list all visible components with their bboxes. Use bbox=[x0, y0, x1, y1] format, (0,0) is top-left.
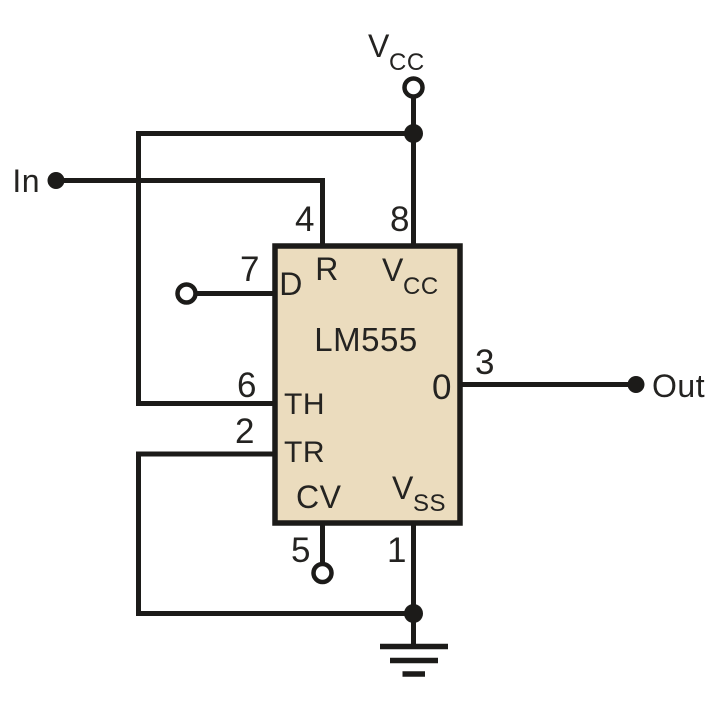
pin5-terminal-circle bbox=[311, 561, 334, 585]
open-terminals bbox=[175, 76, 425, 585]
pin-number-trigger: 2 bbox=[235, 412, 255, 451]
input-terminal-dot bbox=[47, 172, 65, 189]
pin7-terminal-circle bbox=[175, 282, 198, 305]
ic-pin-label-vss: V bbox=[392, 470, 414, 506]
pin-number-threshold: 6 bbox=[237, 366, 257, 405]
pin-number-ground: 1 bbox=[387, 531, 407, 570]
ic-body bbox=[272, 243, 463, 526]
ic-pin-label-tr: TR bbox=[284, 436, 325, 469]
ic-pin-label-vcc: V bbox=[382, 252, 404, 288]
ic-pin-label-vcc-sub: CC bbox=[403, 273, 439, 300]
wires bbox=[56, 96, 636, 646]
ic-pin-label-vss-sub: SS bbox=[413, 490, 446, 517]
vcc-junction-dot bbox=[404, 124, 423, 143]
ground-junction-dot bbox=[404, 604, 423, 623]
ic-title: LM555 bbox=[314, 321, 417, 358]
wire-trigger-to-ground-rail bbox=[136, 451, 416, 646]
junction-dots bbox=[47, 124, 645, 623]
vcc-terminal-label: V bbox=[368, 28, 390, 64]
pin-number-output: 3 bbox=[475, 343, 495, 382]
pin-number-control: 5 bbox=[291, 531, 311, 570]
pin-number-discharge: 7 bbox=[240, 250, 260, 289]
ic-pin-label-cv: CV bbox=[296, 479, 342, 515]
ground-symbol bbox=[380, 643, 448, 677]
vcc-terminal-label-sub: CC bbox=[389, 49, 425, 76]
output-terminal-dot bbox=[627, 376, 645, 393]
pin-number-vcc: 8 bbox=[390, 200, 410, 239]
wire-input-to-pin4 bbox=[56, 178, 325, 248]
ic-pin-label-d: D bbox=[279, 266, 303, 302]
ic-pin-label-r: R bbox=[315, 251, 339, 287]
ic-pin-label-th: TH bbox=[284, 388, 325, 421]
output-label: Out bbox=[652, 368, 705, 404]
ic-pin-label-output: 0 bbox=[432, 368, 452, 407]
labels: V CC In Out 4 8 7 6 2 5 1 3 D R V CC LM5… bbox=[12, 28, 705, 570]
vcc-terminal-circle bbox=[402, 76, 425, 99]
wire-vcc-rail-to-threshold bbox=[136, 131, 414, 406]
input-label: In bbox=[12, 163, 40, 199]
pin-number-reset: 4 bbox=[295, 200, 315, 239]
